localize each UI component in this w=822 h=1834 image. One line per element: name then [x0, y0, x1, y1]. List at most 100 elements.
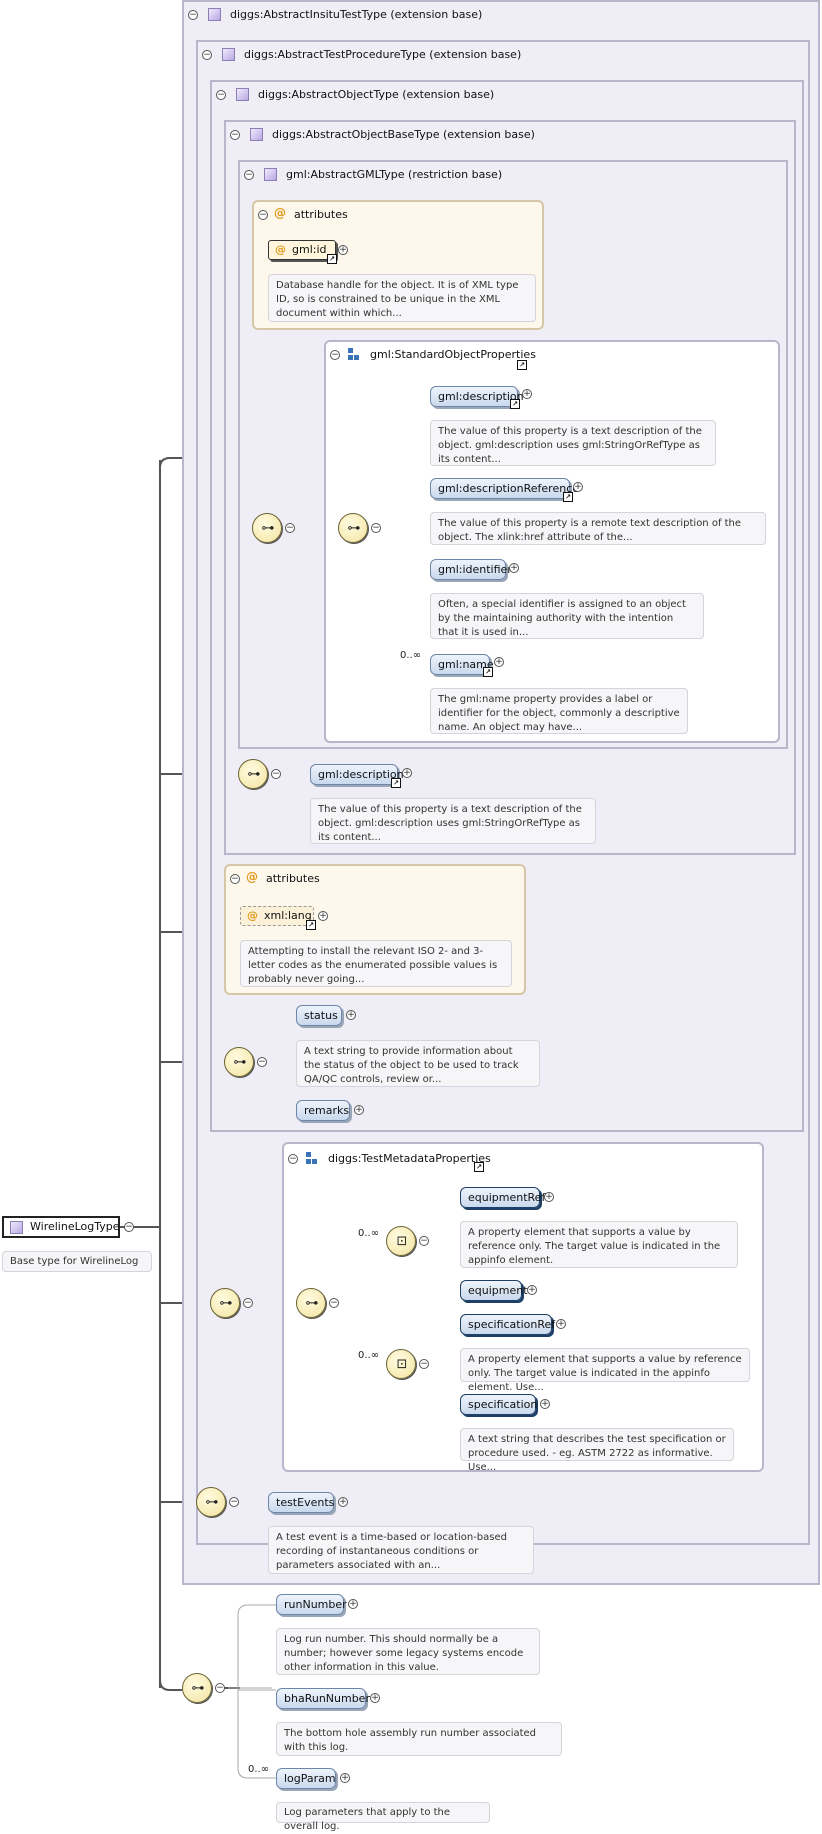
link-arrow-icon[interactable]: ↗ — [474, 1162, 484, 1172]
attributes-title: attributes — [266, 872, 320, 885]
expand-toggle[interactable]: + — [340, 1773, 350, 1783]
collapse-toggle[interactable]: − — [188, 10, 198, 20]
collapse-toggle[interactable]: − — [285, 523, 295, 533]
collapse-toggle[interactable]: − — [419, 1236, 429, 1246]
attribute-icon: @ — [247, 909, 258, 922]
expand-toggle[interactable]: + — [494, 657, 504, 667]
group-icon — [348, 348, 361, 361]
sequence-compositor[interactable]: ⊶ — [338, 513, 368, 543]
sequence-icon: ⊶ — [191, 1681, 205, 1696]
run-number-element[interactable]: runNumber — [276, 1594, 347, 1615]
expand-toggle[interactable]: + — [338, 1497, 348, 1507]
object-base-description-doc: The value of this property is a text des… — [310, 798, 596, 844]
link-arrow-icon[interactable]: ↗ — [327, 254, 337, 264]
collapse-toggle[interactable]: − — [244, 170, 254, 180]
gml-identifier-element[interactable]: gml:identifier — [430, 559, 512, 580]
expand-toggle[interactable]: + — [338, 245, 348, 255]
expand-toggle[interactable]: + — [540, 1399, 550, 1409]
specification-doc: A text string that describes the test sp… — [460, 1428, 734, 1473]
log-param-doc: Log parameters that apply to the overall… — [276, 1802, 490, 1832]
link-arrow-icon[interactable]: ↗ — [306, 920, 316, 930]
sequence-compositor[interactable]: ⊶ — [210, 1288, 240, 1318]
choice-multiplicity: 0..∞ — [358, 1228, 380, 1239]
collapse-toggle[interactable]: − — [419, 1359, 429, 1369]
complex-type-icon — [236, 88, 249, 101]
collapse-toggle[interactable]: − — [330, 350, 340, 360]
xml-lang-doc: Attempting to install the relevant ISO 2… — [240, 940, 512, 987]
link-arrow-icon[interactable]: ↗ — [510, 399, 520, 409]
specification-ref-element[interactable]: specificationRef — [460, 1314, 555, 1335]
collapse-toggle[interactable]: − — [230, 130, 240, 140]
gml-identifier-doc: Often, a special identifier is assigned … — [430, 593, 704, 639]
test-events-doc: A test event is a time-based or location… — [268, 1526, 534, 1574]
equipment-ref-element[interactable]: equipmentRef — [460, 1187, 545, 1208]
gml-name-element[interactable]: gml:name — [430, 654, 494, 675]
collapse-toggle[interactable]: − — [230, 874, 240, 884]
expand-toggle[interactable]: + — [509, 563, 519, 573]
collapse-toggle[interactable]: − — [229, 1497, 239, 1507]
link-arrow-icon[interactable]: ↗ — [483, 667, 493, 677]
specification-element[interactable]: specification — [460, 1394, 537, 1415]
complex-type-icon — [264, 168, 277, 181]
object-base-description-element[interactable]: gml:description — [310, 764, 404, 785]
sequence-icon: ⊶ — [261, 521, 275, 536]
sequence-compositor[interactable]: ⊶ — [224, 1047, 254, 1077]
gml-description-doc: The value of this property is a text des… — [430, 420, 716, 466]
collapse-toggle[interactable]: − — [216, 90, 226, 100]
sequence-compositor[interactable]: ⊶ — [196, 1487, 226, 1517]
xml-lang-attribute[interactable]: @xml:lang — [240, 906, 314, 926]
expand-toggle[interactable]: + — [370, 1693, 380, 1703]
expand-toggle[interactable]: + — [522, 389, 532, 399]
collapse-toggle[interactable]: − — [215, 1683, 225, 1693]
expand-toggle[interactable]: + — [348, 1599, 358, 1609]
gml-id-attribute[interactable]: @ gml:id — [268, 240, 336, 260]
bha-run-number-element[interactable]: bhaRunNumber — [276, 1688, 370, 1709]
attribute-icon: @ — [275, 243, 286, 256]
collapse-toggle[interactable]: − — [271, 769, 281, 779]
collapse-toggle[interactable]: − — [288, 1154, 298, 1164]
link-arrow-icon[interactable]: ↗ — [563, 492, 573, 502]
choice-compositor[interactable]: ⊡ — [386, 1349, 416, 1379]
abstract-object-base-type-title: diggs:AbstractObjectBaseType (extension … — [272, 128, 535, 141]
expand-toggle[interactable]: + — [346, 1010, 356, 1020]
gml-name-doc: The gml:name property provides a label o… — [430, 688, 688, 734]
choice-compositor[interactable]: ⊡ — [386, 1226, 416, 1256]
expand-toggle[interactable]: + — [544, 1192, 554, 1202]
complex-type-icon — [208, 8, 221, 21]
gml-attributes-box: − @ attributes @gml:id ↗ + Database hand… — [252, 200, 544, 330]
expand-toggle[interactable]: + — [573, 482, 583, 492]
expand-toggle[interactable]: + — [354, 1105, 364, 1115]
sequence-compositor[interactable]: ⊶ — [252, 513, 282, 543]
test-events-element[interactable]: testEvents — [268, 1492, 334, 1513]
collapse-toggle[interactable]: − — [202, 50, 212, 60]
collapse-toggle[interactable]: − — [243, 1298, 253, 1308]
link-arrow-icon[interactable]: ↗ — [391, 778, 401, 788]
expand-toggle[interactable]: + — [318, 911, 328, 921]
sequence-icon: ⊶ — [205, 1495, 219, 1510]
remarks-element[interactable]: remarks — [296, 1100, 350, 1121]
expand-toggle[interactable]: + — [402, 768, 412, 778]
collapse-toggle[interactable]: − — [371, 523, 381, 533]
wireline-log-type[interactable]: WirelineLogType — [2, 1216, 120, 1238]
collapse-toggle[interactable]: − — [124, 1222, 134, 1232]
collapse-toggle[interactable]: − — [258, 210, 268, 220]
status-doc: A text string to provide information abo… — [296, 1040, 540, 1087]
collapse-toggle[interactable]: − — [329, 1298, 339, 1308]
complex-type-icon — [250, 128, 263, 141]
link-arrow-icon[interactable]: ↗ — [517, 360, 527, 370]
sequence-icon: ⊶ — [219, 1296, 233, 1311]
expand-toggle[interactable]: + — [527, 1285, 537, 1295]
collapse-toggle[interactable]: − — [257, 1057, 267, 1067]
gml-description-element[interactable]: gml:description — [430, 386, 524, 407]
equipment-element[interactable]: equipment — [460, 1280, 528, 1301]
gml-description-reference-element[interactable]: gml:descriptionReference — [430, 478, 579, 499]
sequence-compositor[interactable]: ⊶ — [182, 1673, 212, 1703]
equipment-ref-doc: A property element that supports a value… — [460, 1221, 738, 1268]
sequence-compositor[interactable]: ⊶ — [296, 1288, 326, 1318]
sequence-compositor[interactable]: ⊶ — [238, 759, 268, 789]
log-param-element[interactable]: logParam — [276, 1768, 336, 1789]
status-element[interactable]: status — [296, 1005, 342, 1026]
expand-toggle[interactable]: + — [556, 1319, 566, 1329]
attribute-name: gml:id — [292, 243, 327, 256]
complex-type-icon — [10, 1221, 23, 1234]
